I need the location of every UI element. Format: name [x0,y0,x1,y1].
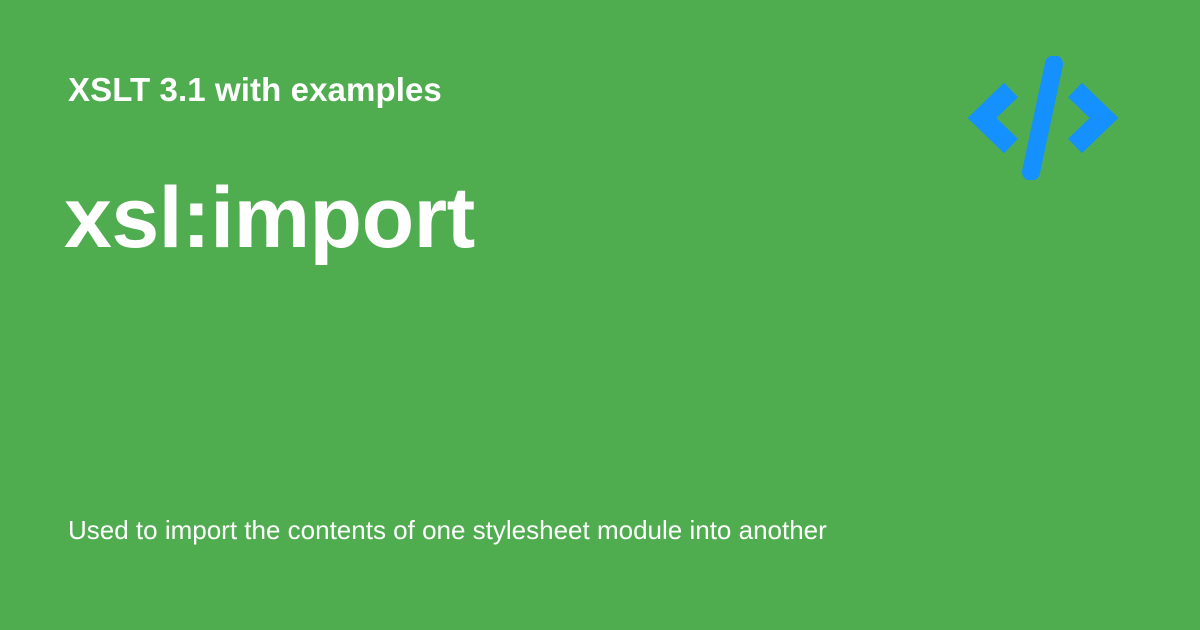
code-brackets-icon [968,56,1120,180]
page-title: xsl:import [64,170,475,266]
page-description: Used to import the contents of one style… [68,515,827,545]
series-title: XSLT 3.1 with examples [68,71,442,108]
